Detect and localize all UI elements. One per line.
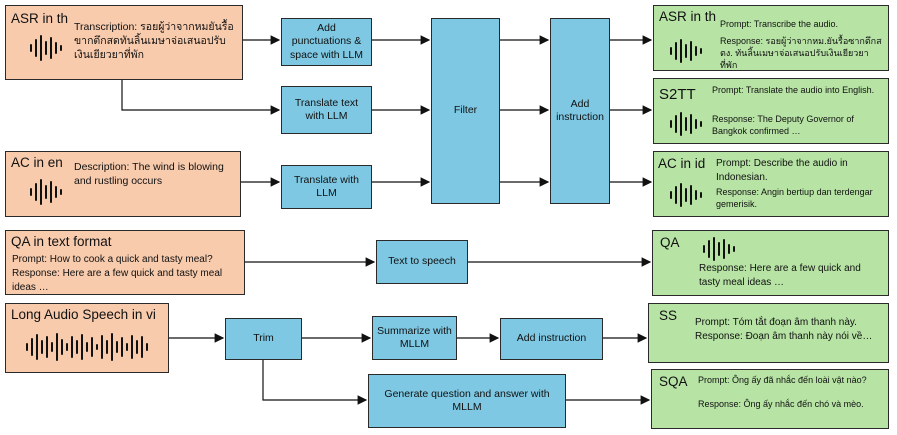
long-waveform-icon [26, 333, 148, 361]
source-qa-title: QA in text format [11, 234, 112, 249]
output-asr-box: ASR in th Prompt: Transcribe the audio. … [653, 5, 889, 71]
source-qa-box: QA in text format Prompt: How to cook a … [5, 230, 245, 295]
waveform-icon [30, 35, 62, 61]
output-s2tt-title: S2TT [659, 86, 696, 103]
output-ac-box: AC in id Prompt: Describe the audio in I… [653, 151, 889, 217]
output-s2tt-response: Response: The Deputy Governor of Bangkok… [712, 114, 854, 137]
filter-step: Filter [431, 18, 500, 204]
output-ss-box: SS Prompt: Tóm tắt đoạn âm thanh này. Re… [648, 303, 889, 363]
add-punctuation-step: Add punctuations & space with LLM [281, 18, 372, 66]
source-asr-transcription: Transcription: รอยผู้ว่าจากหมยันรื้อ ขาก… [74, 21, 234, 62]
output-ss-response: Response: Đoạn âm thanh này nói về… [695, 331, 873, 342]
source-long-audio-title: Long Audio Speech in vi [11, 307, 156, 322]
source-ac-title: AC in en [11, 155, 63, 170]
source-long-audio-box: Long Audio Speech in vi [5, 303, 169, 373]
output-asr-title: ASR in th [659, 9, 717, 24]
source-asr-box: ASR in th Transcription: รอยผู้ว่าจากหมย… [5, 5, 243, 80]
waveform-icon [30, 179, 62, 205]
add-instruction-step: Add instruction [550, 18, 610, 204]
source-ac-description: Description: The wind is blowing and rus… [74, 161, 224, 188]
output-ac-title: AC in id [658, 156, 706, 171]
text-to-speech-step: Text to speech [376, 240, 468, 284]
output-ac-prompt: Prompt: Describe the audio in Indonesian… [716, 158, 848, 183]
output-qa-response: Response: Here are a few quick and tasty… [699, 263, 861, 288]
output-ac-response: Response: Angin bertiup dan terdengar ge… [716, 187, 873, 210]
translate-text-step: Translate text with LLM [281, 86, 372, 134]
output-qa-title: QA [660, 235, 680, 250]
generate-qa-step: Generate question and answer with MLLM [368, 374, 566, 428]
source-ac-box: AC in en Description: The wind is blowin… [5, 151, 241, 217]
source-qa-response: Response: Here are a few quick and tasty… [12, 268, 223, 293]
summarize-step: Summarize with MLLM [372, 316, 457, 360]
waveform-icon [670, 112, 702, 136]
output-sqa-title: SQA [659, 374, 688, 389]
add-instruction-step-2: Add instruction [500, 318, 603, 360]
output-sqa-prompt: Prompt: Ông ấy đã nhắc đến loài vật nào? [698, 375, 867, 385]
waveform-icon [670, 183, 702, 207]
output-asr-response: Response: รอยผู้ว่าจากหม.ยันรื้อซากตึกสต… [720, 36, 882, 71]
output-qa-box: QA Response: Here are a few quick and ta… [652, 230, 889, 296]
source-asr-title: ASR in th [11, 11, 69, 26]
waveform-icon [703, 237, 735, 261]
output-ss-prompt: Prompt: Tóm tắt đoạn âm thanh này. [695, 317, 857, 328]
output-ss-title: SS [659, 308, 678, 323]
waveform-icon [670, 39, 702, 63]
output-s2tt-box: S2TT Prompt: Translate the audio into En… [653, 78, 889, 144]
trim-step: Trim [225, 318, 302, 360]
output-sqa-box: SQA Prompt: Ông ấy đã nhắc đến loài vật … [651, 369, 889, 429]
translate-audio-caption-step: Translate with LLM [281, 165, 372, 209]
source-qa-prompt: Prompt: How to cook a quick and tasty me… [12, 254, 213, 265]
output-s2tt-prompt: Prompt: Translate the audio into English… [712, 85, 875, 95]
output-asr-prompt: Prompt: Transcribe the audio. [720, 19, 839, 29]
output-sqa-response: Response: Ông ấy nhắc đến chó và mèo. [698, 399, 864, 409]
